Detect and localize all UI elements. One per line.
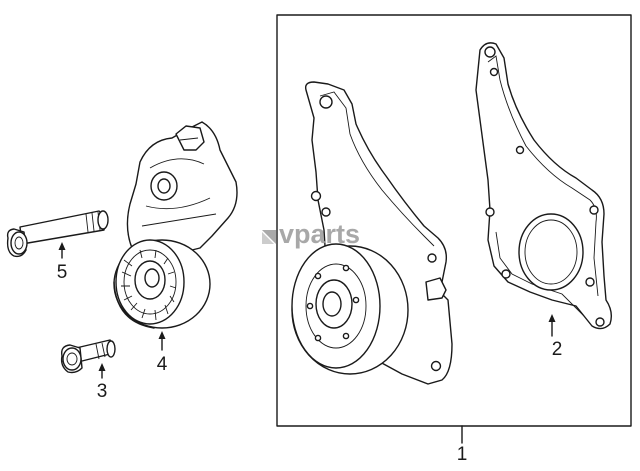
part-4-belt-tensioner[interactable] — [113, 121, 238, 329]
arrow-3 — [98, 363, 106, 371]
callout-2: 2 — [552, 339, 563, 360]
arrow-5 — [58, 242, 66, 250]
assembly-box — [276, 14, 632, 427]
watermark-text: vparts — [279, 219, 360, 249]
callout-4: 4 — [157, 354, 168, 375]
vparts-logo-watermark: vparts — [262, 219, 360, 249]
part-5-long-bolt[interactable] — [6, 210, 109, 258]
callout-1: 1 — [457, 444, 468, 465]
arrow-2 — [548, 314, 556, 322]
callout-5: 5 — [57, 262, 68, 283]
callout-3: 3 — [97, 381, 108, 402]
arrow-4 — [158, 331, 166, 339]
part-2-pump-gasket[interactable] — [475, 42, 613, 330]
part-3-short-bolt[interactable] — [60, 339, 116, 374]
part-1-water-pump[interactable] — [291, 81, 453, 385]
